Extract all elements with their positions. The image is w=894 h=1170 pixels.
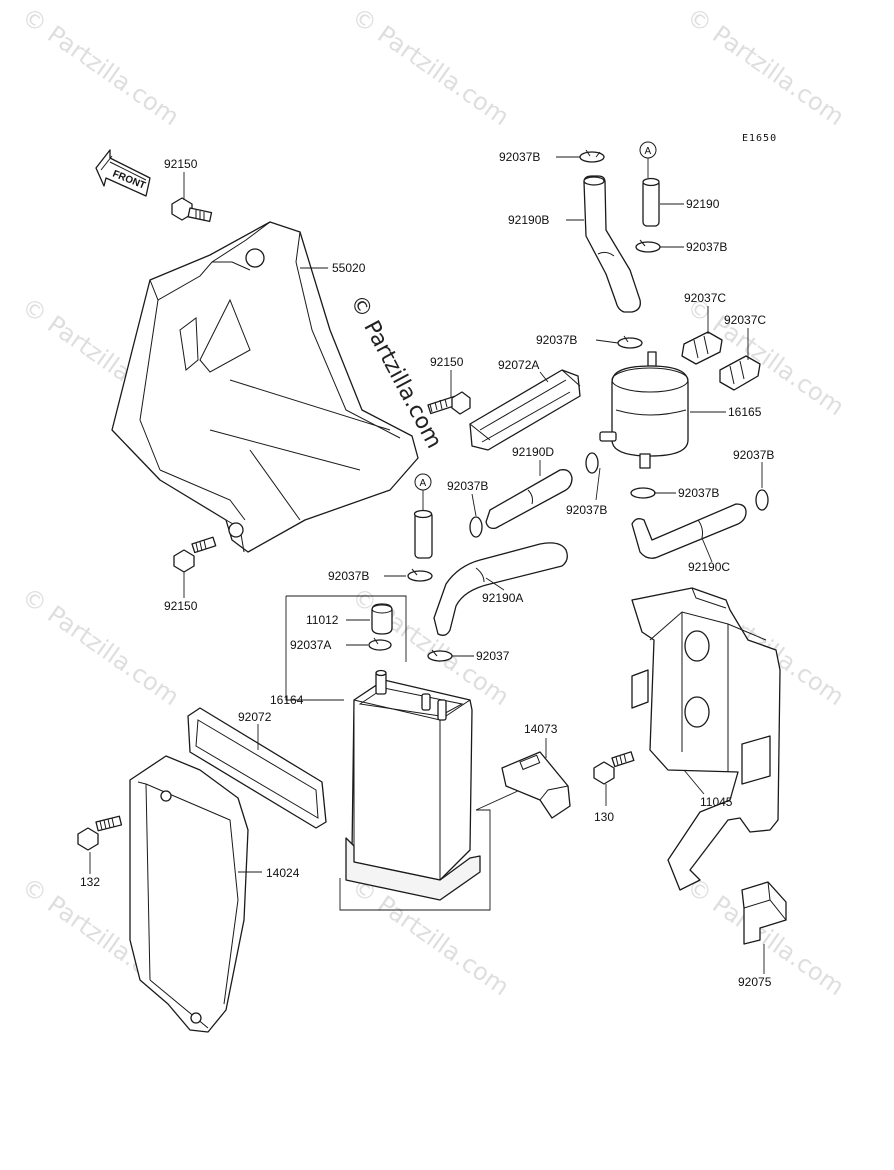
- fuel-filter-16165[interactable]: [599, 351, 689, 469]
- clamp-92037B-7[interactable]: [755, 489, 769, 511]
- part-label-92075[interactable]: 92075: [738, 975, 772, 989]
- bracket-11045[interactable]: [631, 587, 781, 891]
- part-label-11045[interactable]: 11045: [700, 795, 733, 809]
- part-label-92190A[interactable]: 92190A: [482, 591, 523, 605]
- part-label-14024[interactable]: 14024: [266, 866, 300, 880]
- reference-marker-top: A: [639, 141, 657, 178]
- part-label-16164[interactable]: 16164: [270, 693, 304, 707]
- part-label-92190C[interactable]: 92190C: [688, 560, 730, 574]
- hose-92190B[interactable]: [583, 175, 641, 313]
- part-label-92150[interactable]: 92150: [164, 599, 198, 613]
- hose-under-reference-A[interactable]: [413, 509, 433, 559]
- part-label-92037[interactable]: 92037: [476, 649, 510, 663]
- part-label-92190[interactable]: 92190: [686, 197, 720, 211]
- clamp-92037B-8[interactable]: [407, 568, 433, 582]
- clamp-92037C-2[interactable]: [719, 355, 761, 391]
- part-label-16165[interactable]: 16165: [728, 405, 762, 419]
- part-label-92190D[interactable]: 92190D: [512, 445, 554, 459]
- front-direction-arrow: FRONT: [95, 149, 151, 197]
- watermark: © Partzilla.com: [17, 2, 185, 131]
- part-label-92037B[interactable]: 92037B: [678, 486, 719, 500]
- hose-92190C[interactable]: [631, 503, 747, 559]
- clamp-92037B-3[interactable]: [617, 335, 643, 349]
- part-label-11012[interactable]: 11012: [306, 613, 339, 627]
- part-label-92072[interactable]: 92072: [238, 710, 272, 724]
- watermark: © Partzilla.com: [17, 582, 185, 711]
- reference-marker-bottom: A: [414, 473, 432, 510]
- part-label-92037B[interactable]: 92037B: [447, 479, 488, 493]
- part-label-92037A[interactable]: 92037A: [290, 638, 331, 652]
- bolt-130[interactable]: [593, 751, 635, 785]
- part-label-92037B[interactable]: 92037B: [328, 569, 369, 583]
- hose-92190D[interactable]: [485, 469, 573, 530]
- part-label-92150[interactable]: 92150: [164, 157, 198, 171]
- bolt-92150-middle[interactable]: [427, 391, 471, 415]
- cap-11012[interactable]: [371, 603, 393, 635]
- part-label-92037B[interactable]: 92037B: [686, 240, 727, 254]
- part-label-55020[interactable]: 55020: [332, 261, 366, 275]
- side-cover-14024[interactable]: [129, 755, 249, 1033]
- clamp-92037C-1[interactable]: [681, 331, 723, 365]
- clamp-92037B-5[interactable]: [469, 516, 483, 538]
- clamp-92037A[interactable]: [368, 637, 392, 651]
- side-cover-55020[interactable]: [111, 221, 419, 553]
- part-label-92072A[interactable]: 92072A: [498, 358, 539, 372]
- canister-group-bracket-bottom: [339, 809, 491, 911]
- clamp-92037B-4[interactable]: [585, 452, 599, 474]
- part-labels: 92150 55020 92150 92150 92037B 92190B 92…: [80, 150, 774, 989]
- part-label-14073[interactable]: 14073: [524, 722, 558, 736]
- part-label-92150[interactable]: 92150: [430, 355, 464, 369]
- watermark: © Partzilla.com: [682, 2, 850, 131]
- strap-92072[interactable]: [187, 707, 327, 829]
- part-label-92037B[interactable]: 92037B: [566, 503, 607, 517]
- clamp-92037B-6[interactable]: [630, 487, 656, 499]
- clamp-92037B-2[interactable]: [635, 239, 661, 253]
- part-label-92037B[interactable]: 92037B: [733, 448, 774, 462]
- hose-92190[interactable]: [642, 177, 660, 227]
- bolt-92150-top[interactable]: [171, 197, 213, 223]
- svg-text:A: A: [645, 146, 652, 157]
- connector-cover-14073[interactable]: [501, 751, 571, 819]
- part-label-92190B[interactable]: 92190B: [508, 213, 549, 227]
- bracket-92075[interactable]: [741, 881, 787, 945]
- diagram-code: E1650: [742, 133, 777, 144]
- bolt-92150-bottom[interactable]: [173, 536, 217, 573]
- part-label-92037C[interactable]: 92037C: [724, 313, 766, 327]
- leader-lines: [89, 156, 765, 974]
- watermark: © Partzilla.com: [347, 2, 515, 131]
- part-label-92037B[interactable]: 92037B: [536, 333, 577, 347]
- part-label-92037B[interactable]: 92037B: [499, 150, 540, 164]
- clamp-92037B-1[interactable]: [579, 149, 605, 163]
- strap-92072A[interactable]: [469, 369, 581, 451]
- hose-92190A[interactable]: [433, 542, 568, 636]
- svg-text:A: A: [420, 478, 427, 489]
- part-label-130[interactable]: 130: [594, 810, 614, 824]
- part-label-132[interactable]: 132: [80, 875, 100, 889]
- part-label-92037C[interactable]: 92037C: [684, 291, 726, 305]
- leader-14073: [475, 789, 521, 811]
- bolt-132[interactable]: [77, 815, 123, 851]
- canister-16164[interactable]: [345, 669, 481, 901]
